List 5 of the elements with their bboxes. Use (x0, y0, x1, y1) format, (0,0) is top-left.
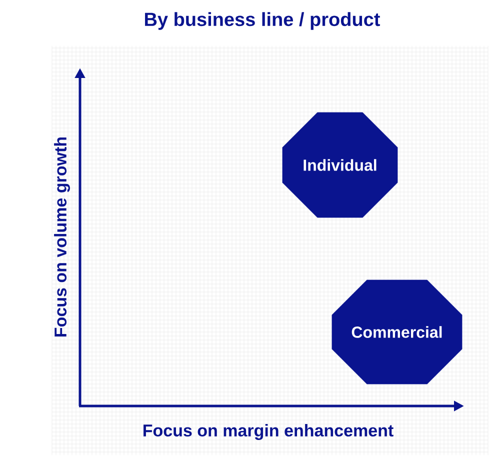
title: By business line / product (145, 12, 380, 30)
octagon-node: Commercial (332, 280, 462, 384)
axis-label: Focus on margin enhancement (144, 424, 394, 440)
axis-label: Focus on volume growth (54, 137, 70, 336)
octagon-node: Individual (282, 112, 398, 218)
